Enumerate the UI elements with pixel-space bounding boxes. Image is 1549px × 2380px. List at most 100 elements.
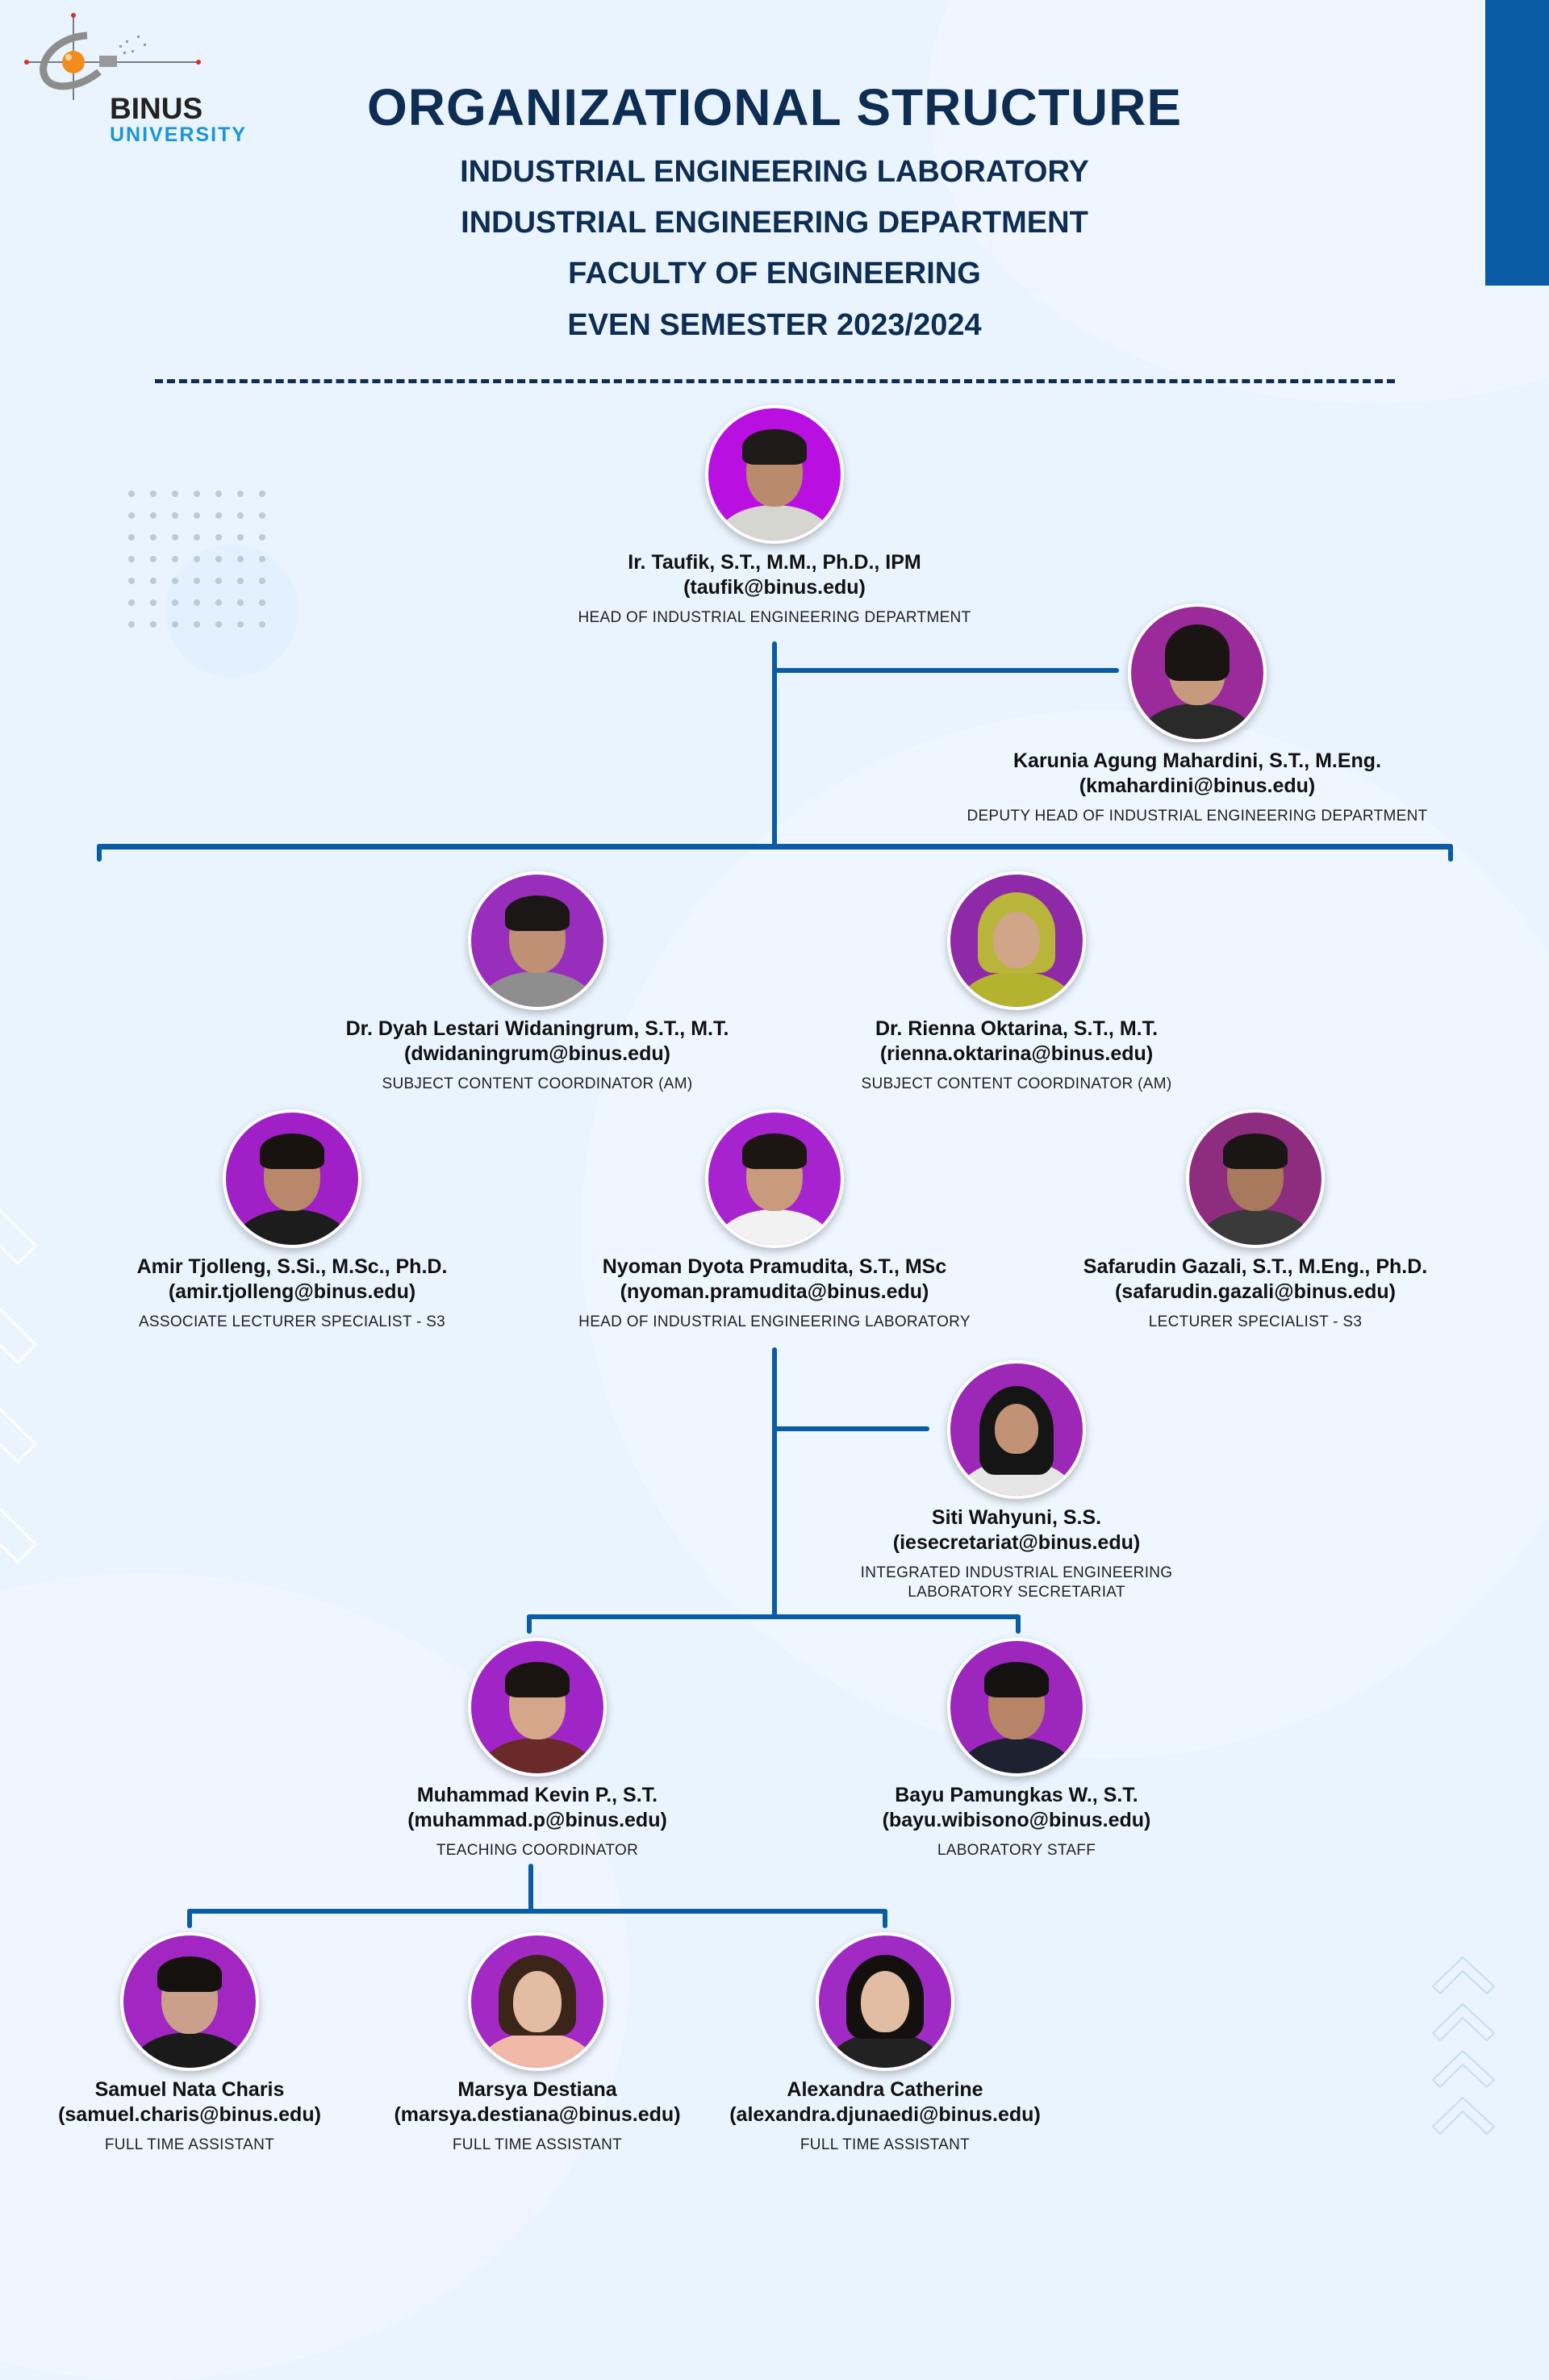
connector-line [97, 844, 1453, 850]
person-role: FULL TIME ASSISTANT [104, 2136, 275, 2153]
connector-line [772, 1426, 929, 1431]
person-name: Bayu Pamungkas W., S.T. [895, 1784, 1138, 1806]
connector-line [97, 844, 102, 862]
person-email[interactable]: (muhammad.p@binus.edu) [407, 1809, 667, 1831]
org-card-secretariat: Siti Wahyuni, S.S. (iesecretariat@binus.… [734, 1360, 1299, 1602]
person-email[interactable]: (iesecretariat@binus.edu) [892, 1531, 1141, 1554]
avatar-photo [468, 1638, 607, 1777]
person-name: Nyoman Dyota Pramudita, S.T., MSc [602, 1255, 947, 1278]
person-email[interactable]: (bayu.wibisono@binus.edu) [882, 1809, 1151, 1831]
binus-logo: BINUS UNIVERSITY [23, 11, 245, 146]
person-email[interactable]: (safarudin.gazali@binus.edu) [1114, 1280, 1397, 1303]
org-card-laboratory-staff: Bayu Pamungkas W., S.T. (bayu.wibisono@b… [734, 1638, 1299, 1860]
chevron-up-decoration-icon [1432, 2049, 1496, 2089]
org-card-full-time-assistant: Marsya Destiana (marsya.destiana@binus.e… [255, 1932, 820, 2155]
org-card-deputy-head: Karunia Agung Mahardini, S.T., M.Eng. (k… [915, 603, 1480, 826]
chevron-right-decoration-icon [0, 1406, 38, 1464]
avatar-photo [705, 405, 844, 544]
avatar-photo [120, 1932, 259, 2071]
connector-line [1448, 844, 1453, 862]
logo-wordmark: BINUS [110, 92, 203, 125]
person-role: ASSOCIATE LECTURER SPECIALIST - S3 [138, 1313, 446, 1330]
dashed-divider [155, 379, 1395, 383]
chevron-up-decoration-icon [1432, 2096, 1496, 2136]
connector-line [528, 1864, 533, 1912]
person-name: Amir Tjolleng, S.Si., M.Sc., Ph.D. [136, 1255, 448, 1278]
person-name: Safarudin Gazali, S.T., M.Eng., Ph.D. [1083, 1255, 1428, 1278]
person-role: FULL TIME ASSISTANT [800, 2136, 971, 2153]
person-name: Alexandra Catherine [787, 2078, 983, 2101]
person-email[interactable]: (kmahardini@binus.edu) [1079, 775, 1316, 797]
person-email[interactable]: (nyoman.pramudita@binus.edu) [620, 1280, 929, 1303]
avatar-photo [468, 1932, 607, 2071]
subtitle-faculty: FACULTY OF ENGINEERING [568, 257, 981, 290]
connector-line [527, 1614, 1021, 1619]
chevron-right-decoration-icon [0, 1506, 38, 1564]
avatar-photo [947, 1360, 1086, 1499]
avatar-photo [223, 1109, 361, 1248]
org-card-lecturer-specialist: Safarudin Gazali, S.T., M.Eng., Ph.D. (s… [973, 1109, 1538, 1332]
subtitle-department: INDUSTRIAL ENGINEERING DEPARTMENT [461, 206, 1088, 240]
accent-bar [1485, 0, 1549, 286]
connector-line [772, 1347, 777, 1618]
org-card-subject-coordinator: Dr. Dyah Lestari Widaningrum, S.T., M.T.… [255, 871, 820, 1094]
org-card-head-of-laboratory: Nyoman Dyota Pramudita, S.T., MSc (nyoma… [492, 1109, 1057, 1332]
person-name: Samuel Nata Charis [94, 2078, 285, 2101]
person-role: LABORATORY STAFF [937, 1842, 1096, 1859]
person-email[interactable]: (alexandra.djunaedi@binus.edu) [729, 2103, 1041, 2126]
chevron-up-decoration-icon [1432, 2002, 1496, 2042]
chevron-right-decoration-icon [0, 1307, 38, 1365]
person-role: TEACHING COORDINATOR [436, 1842, 639, 1859]
avatar-photo [947, 1638, 1086, 1777]
person-email[interactable]: (samuel.charis@binus.edu) [58, 2103, 321, 2126]
page-title: ORGANIZATIONAL STRUCTURE [366, 78, 1183, 136]
avatar-photo [1128, 603, 1267, 742]
org-card-full-time-assistant: Samuel Nata Charis (samuel.charis@binus.… [0, 1932, 472, 2155]
org-card-associate-lecturer: Amir Tjolleng, S.Si., M.Sc., Ph.D. (amir… [10, 1109, 574, 1332]
connector-line [187, 1909, 192, 1928]
person-name: Ir. Taufik, S.T., M.M., Ph.D., IPM [628, 551, 921, 574]
person-email[interactable]: (dwidaningrum@binus.edu) [404, 1042, 670, 1065]
person-name: Siti Wahyuni, S.S. [931, 1506, 1102, 1529]
connector-line [187, 1909, 887, 1914]
avatar-photo [947, 871, 1086, 1010]
background-circle [928, 0, 1549, 403]
binus-eye-icon [24, 13, 201, 100]
subtitle-semester: EVEN SEMESTER 2023/2024 [567, 308, 982, 342]
person-role: LECTURER SPECIALIST - S3 [1148, 1313, 1363, 1330]
connector-line [772, 641, 777, 846]
chevron-right-decoration-icon [0, 1208, 38, 1266]
person-email[interactable]: (marsya.destiana@binus.edu) [394, 2103, 681, 2126]
person-role: FULL TIME ASSISTANT [452, 2136, 623, 2153]
avatar-photo [1186, 1109, 1325, 1248]
person-name: Karunia Agung Mahardini, S.T., M.Eng. [1012, 749, 1382, 772]
chevron-up-decoration-icon [1432, 1956, 1496, 1995]
dot-grid-decoration [128, 491, 265, 628]
person-role: HEAD OF INDUSTRIAL ENGINEERING LABORATOR… [578, 1313, 971, 1330]
person-email[interactable]: (rienna.oktarina@binus.edu) [879, 1042, 1154, 1065]
person-role: SUBJECT CONTENT COORDINATOR (AM) [861, 1075, 1172, 1092]
avatar-photo [468, 871, 607, 1010]
person-email[interactable]: (taufik@binus.edu) [683, 576, 866, 599]
person-email[interactable]: (amir.tjolleng@binus.edu) [168, 1280, 416, 1303]
subtitle-laboratory: INDUSTRIAL ENGINEERING LABORATORY [460, 155, 1089, 189]
logo-subtitle: UNIVERSITY [110, 123, 248, 146]
connector-line [772, 668, 1119, 673]
person-role: HEAD OF INDUSTRIAL ENGINEERING DEPARTMEN… [578, 609, 971, 626]
person-name: Marsya Destiana [457, 2078, 617, 2101]
org-card-full-time-assistant: Alexandra Catherine (alexandra.djunaedi@… [603, 1932, 1167, 2155]
connector-line [1016, 1614, 1021, 1634]
avatar-photo [816, 1932, 954, 2071]
person-name: Muhammad Kevin P., S.T. [416, 1784, 658, 1806]
person-role: SUBJECT CONTENT COORDINATOR (AM) [382, 1075, 693, 1092]
person-name: Dr. Rienna Oktarina, S.T., M.T. [875, 1017, 1159, 1040]
person-role: INTEGRATED INDUSTRIAL ENGINEERING LABORA… [860, 1564, 1173, 1601]
person-name: Dr. Dyah Lestari Widaningrum, S.T., M.T. [345, 1017, 729, 1040]
person-role: DEPUTY HEAD OF INDUSTRIAL ENGINEERING DE… [967, 808, 1428, 825]
org-card-teaching-coordinator: Muhammad Kevin P., S.T. (muhammad.p@binu… [255, 1638, 820, 1860]
org-card-subject-coordinator: Dr. Rienna Oktarina, S.T., M.T. (rienna.… [734, 871, 1299, 1094]
connector-line [883, 1909, 887, 1928]
org-card-head-of-department: Ir. Taufik, S.T., M.M., Ph.D., IPM (tauf… [492, 405, 1057, 628]
connector-line [527, 1614, 532, 1634]
avatar-photo [705, 1109, 844, 1248]
